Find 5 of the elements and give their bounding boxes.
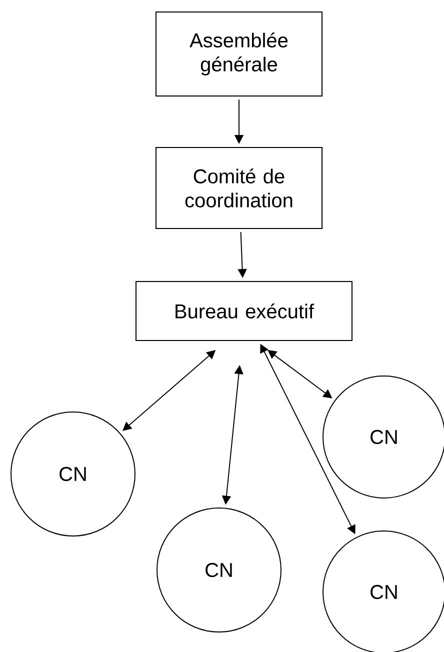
circle-node: CN: [10, 412, 136, 536]
process-box: Assemblée générale: [156, 12, 322, 96]
process-box: Bureau exécutif: [136, 281, 352, 341]
process-box: Comité de coordination: [156, 147, 322, 229]
circle-node: CN: [156, 508, 282, 632]
